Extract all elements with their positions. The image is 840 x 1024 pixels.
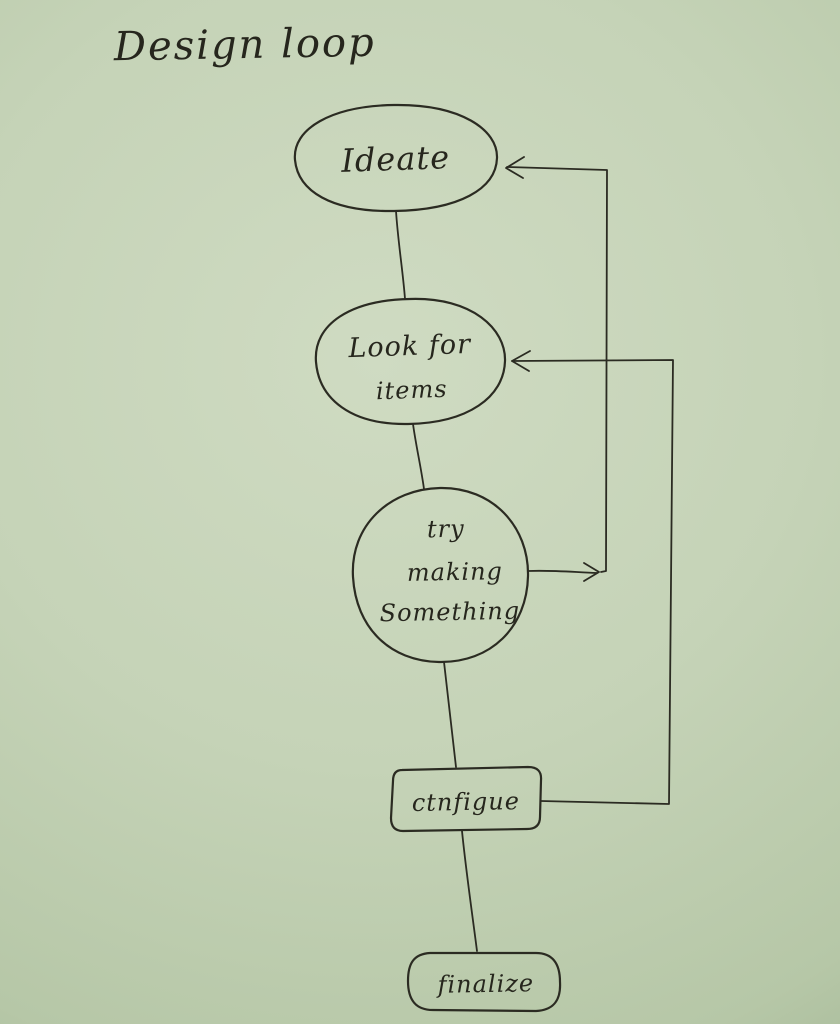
node-ideate-shape [293, 103, 499, 213]
arrowhead-into-look-icon [511, 350, 531, 372]
edge-feedback-try-to-ideate [505, 156, 608, 582]
node-look-for-items: Look for items [314, 297, 507, 426]
node-configure-shape [389, 765, 543, 833]
edge-feedback-try-to-ideate-line [527, 569, 598, 574]
node-try-making-something-label-line1: try [427, 515, 465, 544]
edge-feedback-configure-to-look [511, 350, 674, 805]
arrowhead-into-ideate-icon [505, 156, 525, 179]
node-finalize: finalize [406, 951, 562, 1013]
node-finalize-shape [406, 951, 562, 1013]
node-look-for-items-shape [314, 297, 507, 426]
node-look-for-items-label-line2: items [375, 375, 448, 405]
node-ideate-label: Ideate [340, 138, 451, 180]
node-finalize-label: finalize [435, 969, 534, 999]
edge-feedback-configure-to-look-loop [511, 359, 674, 805]
diagram-title: Design loop [113, 20, 376, 71]
node-look-for-items-label-line1: Look for [347, 329, 473, 364]
node-try-making-something: try making Something [351, 486, 530, 664]
edge-look-to-try [412, 423, 425, 490]
arrowhead-into-loop-icon [583, 562, 600, 582]
edge-feedback-try-to-ideate-loop [506, 166, 608, 573]
node-try-making-something-label-line3: Something [379, 597, 520, 627]
node-try-making-something-label-line2: making [407, 557, 504, 587]
node-ideate: Ideate [293, 103, 499, 213]
edge-configure-to-finalize [461, 830, 478, 952]
edge-try-to-configure [443, 661, 457, 768]
node-configure: ctnfigue [389, 765, 543, 833]
node-configure-label: ctnfigue [412, 787, 521, 817]
node-try-making-something-shape [351, 486, 530, 664]
edge-ideate-to-look [395, 210, 406, 300]
